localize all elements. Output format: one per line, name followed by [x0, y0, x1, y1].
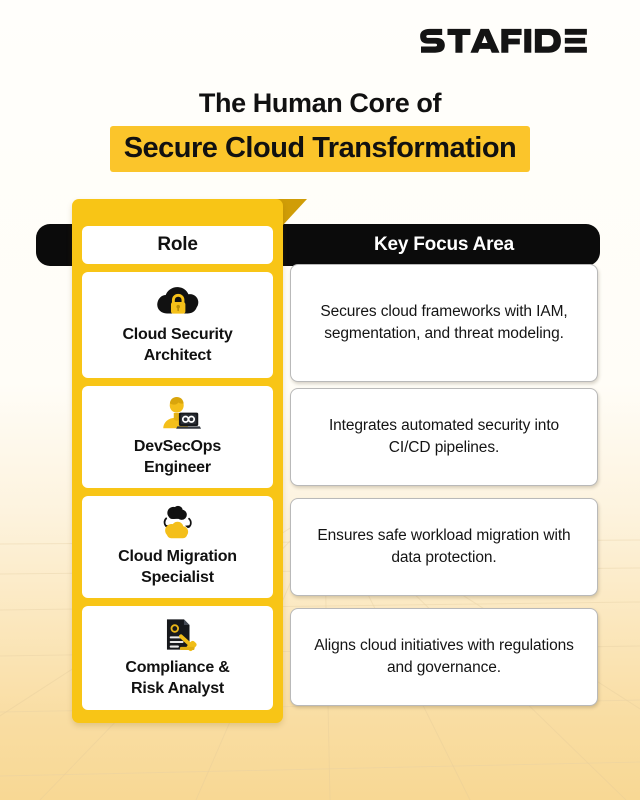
- role-label-line1: Compliance &: [125, 659, 230, 676]
- focus-text: Secures cloud frameworks with IAM, segme…: [320, 303, 568, 342]
- role-label-line2: Engineer: [144, 459, 211, 476]
- brand-logo: [418, 28, 604, 58]
- table-row: DevSecOps Engineer: [82, 386, 273, 488]
- role-label: Cloud Migration Specialist: [118, 546, 237, 588]
- table-header-role: Role: [82, 226, 273, 264]
- table-row: Cloud Migration Specialist: [82, 496, 273, 598]
- role-label: Compliance & Risk Analyst: [125, 657, 229, 699]
- cloud-lock-icon: [154, 282, 202, 320]
- title-line-1: The Human Core of: [198, 88, 442, 118]
- role-label-line1: DevSecOps: [133, 438, 222, 455]
- table-header-focus: Key Focus Area: [288, 224, 600, 266]
- focus-cell: Secures cloud frameworks with IAM, segme…: [290, 264, 598, 382]
- role-label: Cloud Security Architect: [122, 324, 232, 366]
- focus-text: Aligns cloud initiatives with regulation…: [314, 637, 574, 676]
- role-label-line2: Risk Analyst: [130, 680, 225, 697]
- table-row: Compliance & Risk Analyst: [82, 606, 273, 710]
- role-label-line2: Architect: [143, 347, 212, 364]
- developer-laptop-infinity-icon: [155, 394, 201, 432]
- role-label: DevSecOps Engineer: [134, 436, 221, 478]
- page-title: The Human Core of Secure Cloud Transform…: [0, 86, 640, 172]
- focus-text: Ensures safe workload migration with dat…: [317, 527, 571, 566]
- table-header-focus-label: Key Focus Area: [373, 234, 515, 255]
- table-header-role-label: Role: [157, 234, 198, 255]
- focus-cell: Integrates automated security into CI/CD…: [290, 388, 598, 486]
- role-label-line1: Cloud Security: [122, 326, 233, 343]
- cloud-migration-arrows-icon: [155, 504, 201, 542]
- document-gavel-icon: [155, 615, 201, 653]
- focus-cell: Aligns cloud initiatives with regulation…: [290, 608, 598, 706]
- role-label-line1: Cloud Migration: [118, 548, 237, 565]
- focus-cell: Ensures safe workload migration with dat…: [290, 498, 598, 596]
- title-line-2-highlight: Secure Cloud Transformation: [109, 126, 531, 172]
- table-row: Cloud Security Architect: [82, 272, 273, 378]
- role-label-line2: Specialist: [141, 569, 214, 586]
- focus-text: Integrates automated security into CI/CD…: [328, 417, 560, 456]
